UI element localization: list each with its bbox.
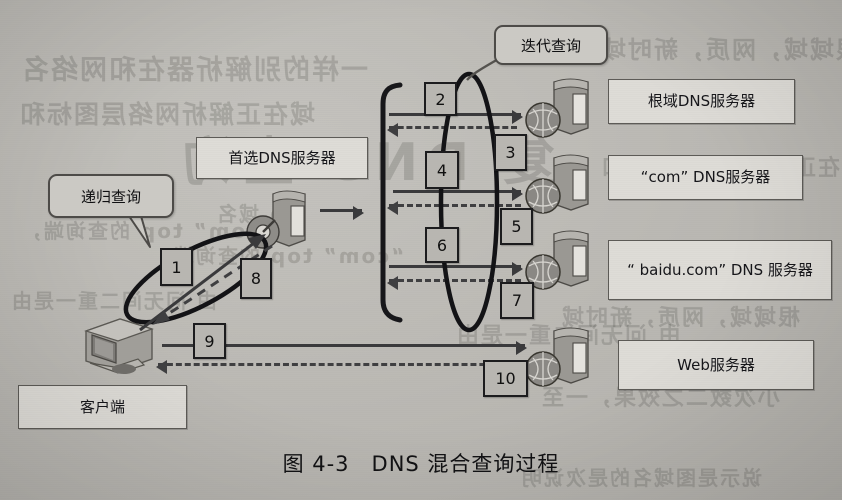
step-box-4-text: 4 <box>436 160 448 180</box>
step-box-8-text: 8 <box>250 269 262 288</box>
label-client: 客户端 <box>18 385 187 429</box>
label-com-dns: “com” DNS服务器 <box>608 155 803 200</box>
step-box-2-text: 2 <box>435 89 446 109</box>
bleed-text: 根域域，网质，新时域 <box>600 36 842 64</box>
step-box-7-text: 7 <box>511 291 523 310</box>
local-dns-server-icon <box>246 190 306 249</box>
root-dns-server-icon <box>525 78 589 138</box>
label-local-dns-text: 首选DNS服务器 <box>228 148 336 167</box>
callout-iterative-query: 迭代查询 <box>494 25 608 65</box>
step-box-5-text: 5 <box>511 217 522 236</box>
step-box-9-text: 9 <box>204 331 215 351</box>
step-box-6-text: 6 <box>436 235 448 255</box>
label-baidu-dns-text: “ baidu.com” DNS 服务器 <box>627 260 813 279</box>
step-box-2: 2 <box>424 82 457 116</box>
step-box-3-text: 3 <box>505 143 516 162</box>
baidu-dns-server-icon <box>525 230 589 290</box>
arrow-step-6 <box>389 262 523 276</box>
callout-recursive-query: 递归查询 <box>48 174 174 218</box>
step-box-1: 1 <box>160 248 193 286</box>
step-box-10-text: 10 <box>495 369 516 388</box>
arrow-step-10 <box>156 360 530 374</box>
arrow-step-3 <box>387 123 517 137</box>
label-baidu-dns: “ baidu.com” DNS 服务器 <box>608 240 832 300</box>
bleed-text: 域在正解析网络层图标和 <box>18 100 316 129</box>
arrow-step-4 <box>393 187 523 201</box>
step-box-7: 7 <box>500 282 534 319</box>
label-web-server-text: Web服务器 <box>677 355 755 374</box>
client-computer-icon <box>84 318 154 374</box>
bleed-text: “com” top 的查询端， <box>20 219 275 243</box>
arrow-local-dns-to-group <box>320 206 364 220</box>
label-web-server: Web服务器 <box>618 340 814 390</box>
callout-recursive-query-label: 递归查询 <box>80 187 141 206</box>
step-box-5: 5 <box>500 208 533 245</box>
recursive-callout-tail <box>128 215 151 248</box>
figure-caption: 图 4-3 DNS 混合查询过程 <box>282 452 560 476</box>
arrow-step-9 <box>162 341 527 355</box>
callout-iterative-query-label: 迭代查询 <box>520 36 581 55</box>
step-box-9: 9 <box>193 323 226 359</box>
web-server-icon <box>525 327 589 387</box>
step-box-10: 10 <box>483 360 528 397</box>
label-client-text: 客户端 <box>79 397 125 416</box>
bleed-text: 一样的别解析器在和网络名 <box>20 55 368 86</box>
step-box-6: 6 <box>425 227 459 263</box>
step-box-1-text: 1 <box>171 257 182 277</box>
arrow-step-5 <box>387 201 521 215</box>
label-local-dns: 首选DNS服务器 <box>196 137 368 179</box>
step-box-8: 8 <box>240 258 272 299</box>
label-root-dns: 根域DNS服务器 <box>608 79 795 124</box>
com-dns-server-icon <box>525 154 589 214</box>
label-com-dns-text: “com” DNS服务器 <box>640 168 771 187</box>
label-root-dns-text: 根域DNS服务器 <box>647 92 756 111</box>
step-box-4: 4 <box>425 151 459 189</box>
step-box-3: 3 <box>494 134 527 171</box>
